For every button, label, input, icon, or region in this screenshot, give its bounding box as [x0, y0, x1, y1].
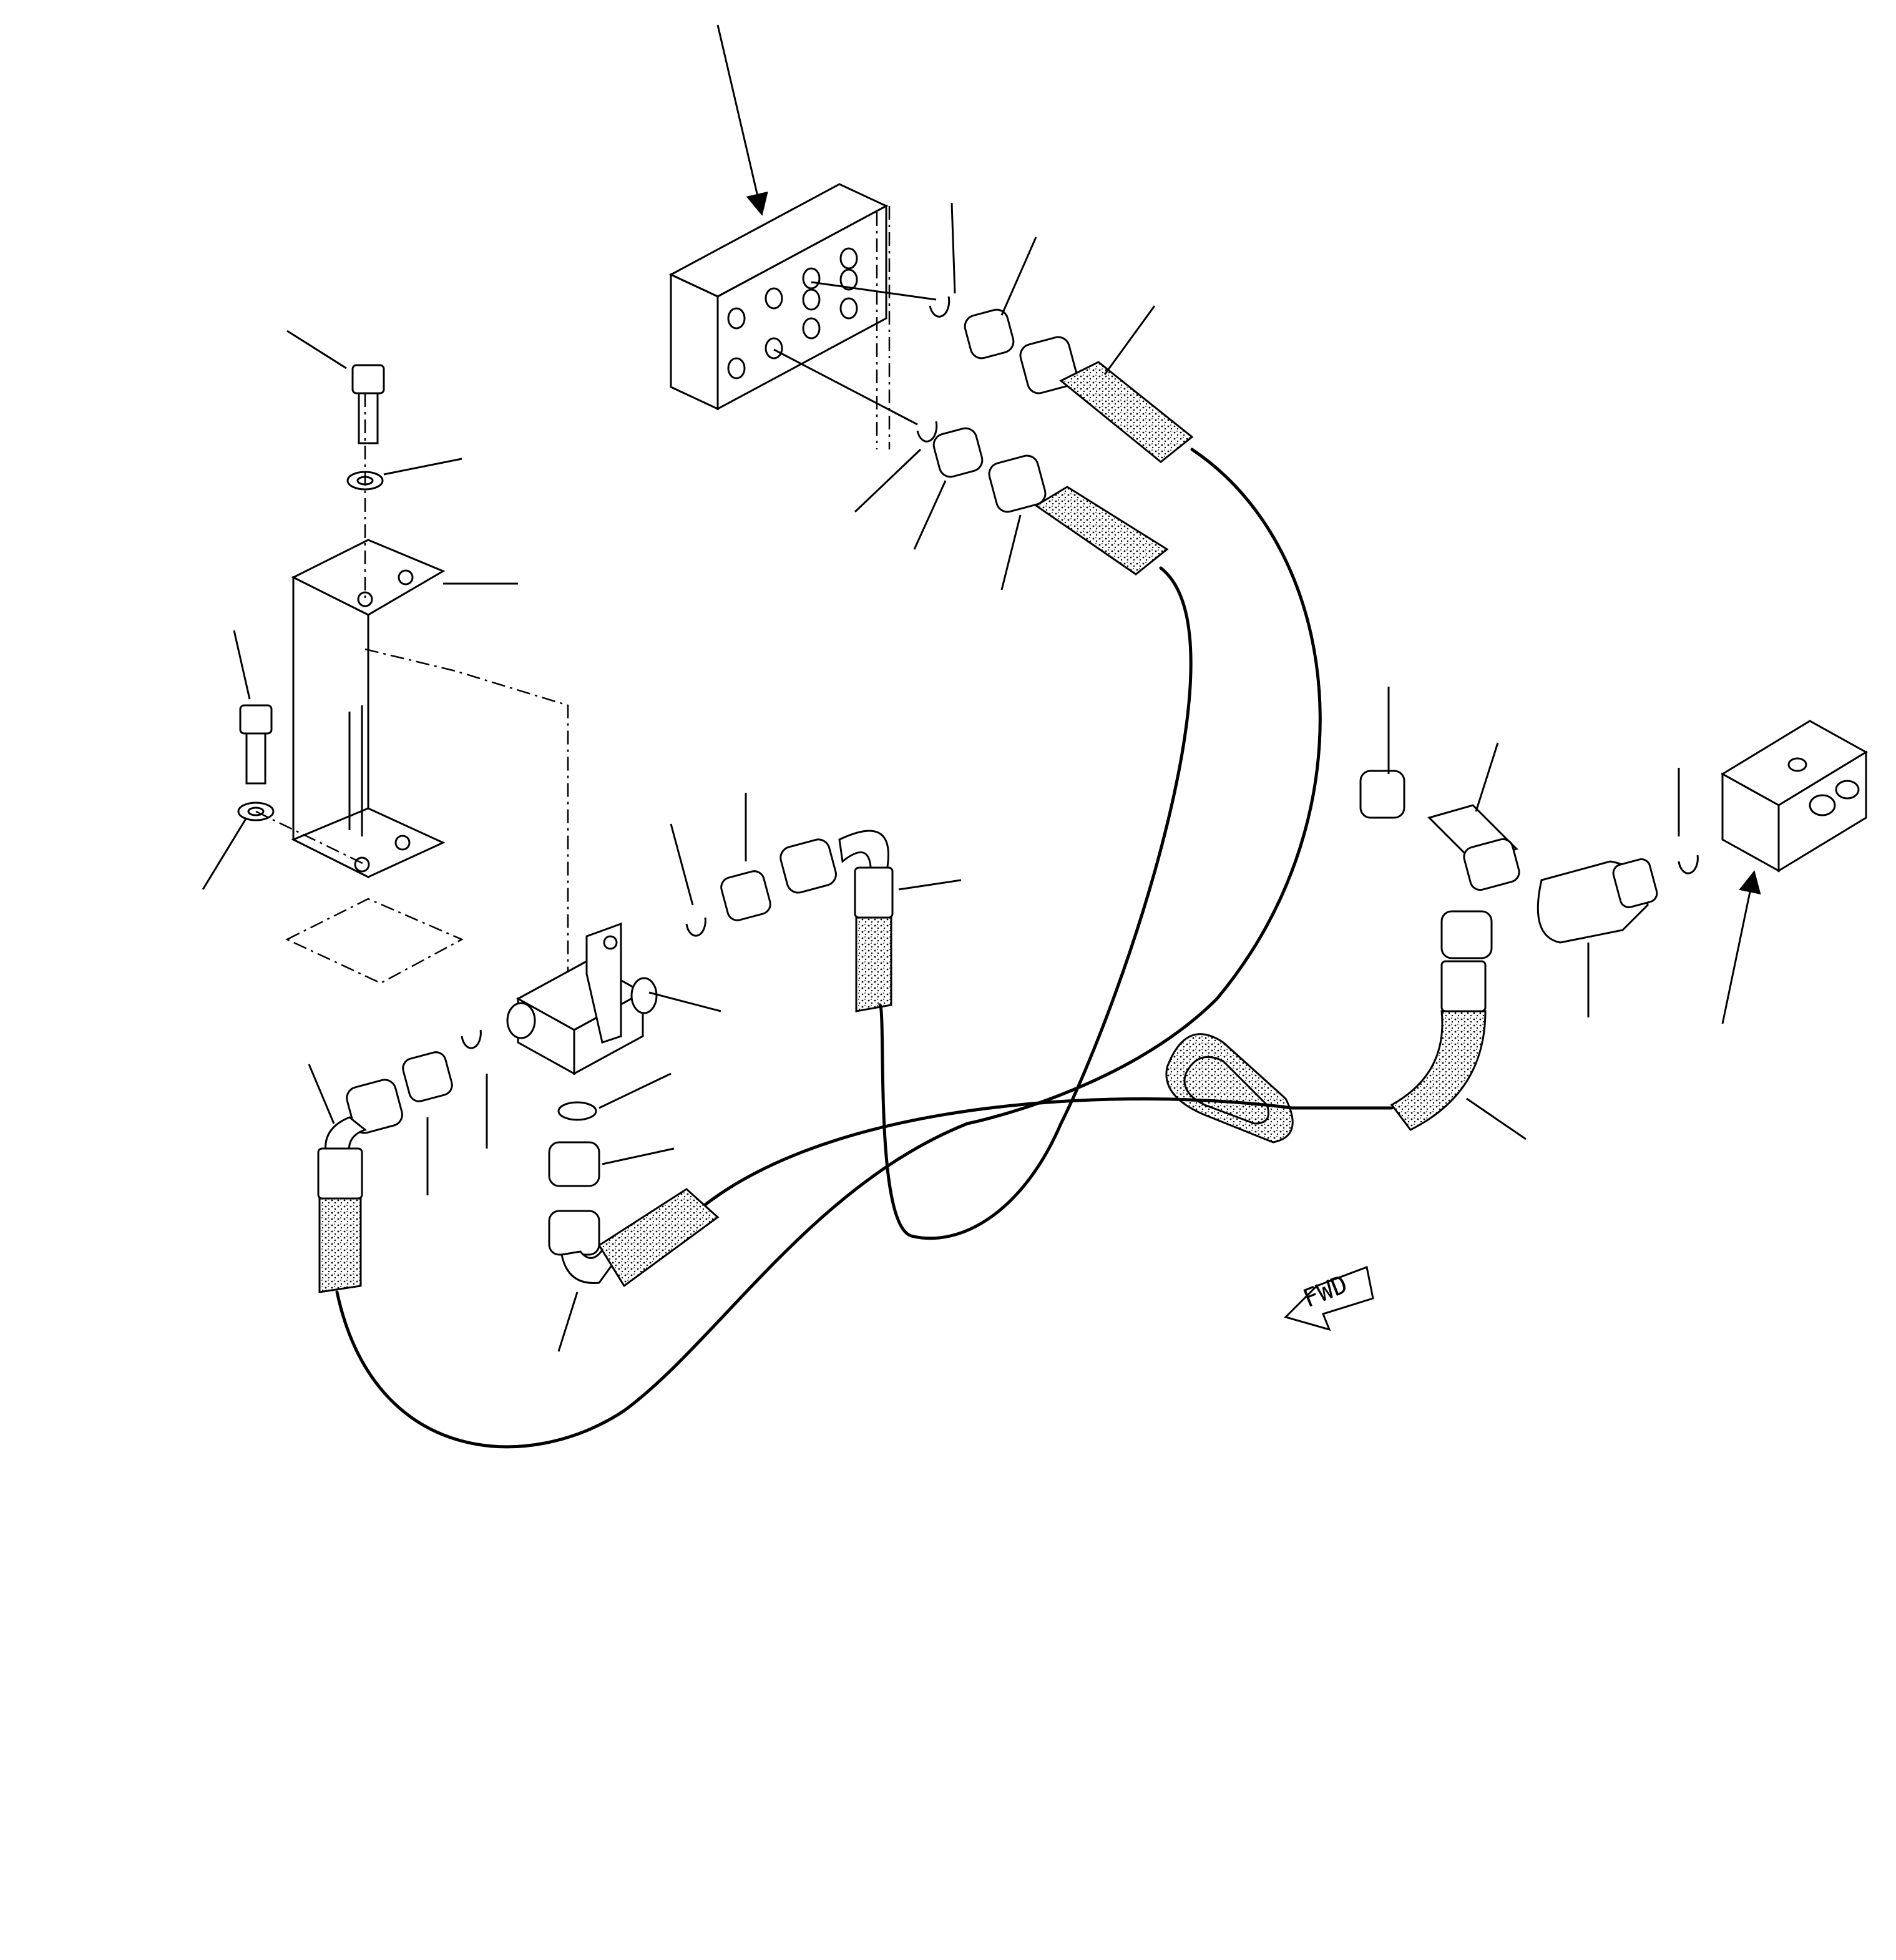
hose-protective-sleeve — [1165, 1033, 1294, 1144]
bracket-bolt-top — [346, 364, 385, 491]
hose-lines — [335, 448, 1394, 1449]
callout-leaders — [202, 202, 1680, 1352]
bracket-bolt-side — [237, 704, 275, 821]
right-tee-fittings — [1359, 770, 1699, 1131]
lower-left-fittings — [317, 1029, 482, 1293]
center-right-fittings — [685, 830, 894, 1012]
manifold-ports — [727, 247, 858, 380]
right-valve-block — [1721, 720, 1868, 873]
lower-center-fittings — [548, 1101, 720, 1288]
upper-hose-a-end — [1059, 361, 1194, 463]
upper-union-fitting-b — [932, 427, 1047, 513]
center-valve — [506, 922, 658, 1076]
manifold-block — [668, 183, 891, 449]
right-block-callout-arrow — [1721, 870, 1761, 1024]
upper-hose-fittings — [773, 281, 1194, 576]
manifold-callout-arrow — [716, 24, 768, 216]
forward-arrow-icon: FWD — [1284, 1265, 1374, 1331]
upper-hose-b-end — [1034, 486, 1169, 576]
mounting-bracket — [285, 539, 464, 984]
